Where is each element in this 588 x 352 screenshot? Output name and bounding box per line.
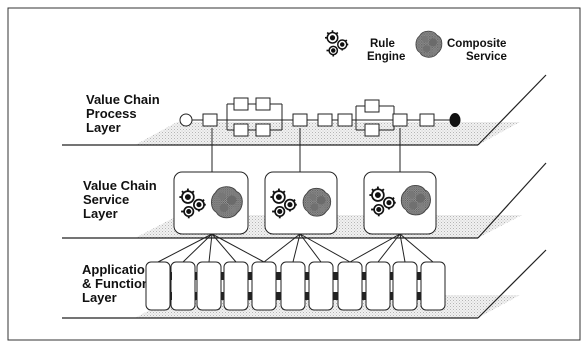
process-step (256, 124, 270, 136)
function-component (393, 262, 417, 310)
process-step (318, 114, 332, 126)
legend-composite-line1: Composite (447, 38, 506, 50)
process-step (234, 98, 248, 110)
function-component (421, 262, 445, 310)
process-end-node (450, 114, 460, 127)
process-step (234, 124, 248, 136)
function-component (252, 262, 276, 310)
legend-rule-engine-line1: Rule (370, 38, 395, 50)
process-step (420, 114, 434, 126)
service-box-3 (364, 172, 436, 234)
layer-label-function-line1: Application (82, 262, 153, 277)
layer-label-function-line3: Layer (82, 290, 117, 305)
legend-composite-line2: Service (466, 51, 507, 63)
function-component (197, 262, 221, 310)
function-component (224, 262, 248, 310)
function-component (309, 262, 333, 310)
function-component (171, 262, 195, 310)
function-components (146, 262, 445, 310)
function-component (366, 262, 390, 310)
function-component (281, 262, 305, 310)
service-box-1 (174, 172, 248, 234)
layer-label-process-line3: Layer (86, 120, 121, 135)
layer-label-service-line1: Value Chain (83, 178, 157, 193)
process-step (365, 124, 379, 136)
layer-label-service-line3: Layer (83, 206, 118, 221)
process-step (256, 98, 270, 110)
function-component (146, 262, 170, 310)
process-step (365, 100, 379, 112)
layer-label-service-line2: Service (83, 192, 129, 207)
layer-label-process-line1: Value Chain (86, 92, 160, 107)
process-step (293, 114, 307, 126)
layer-label-function-line2: & Function (82, 276, 150, 291)
process-start-node (180, 114, 192, 126)
process-step (203, 114, 217, 126)
process-step (393, 114, 407, 126)
process-step (338, 114, 352, 126)
service-box-2 (265, 172, 337, 234)
function-component (338, 262, 362, 310)
legend-rule-engine-line2: Engine (367, 51, 405, 63)
layer-label-process-line2: Process (86, 106, 137, 121)
